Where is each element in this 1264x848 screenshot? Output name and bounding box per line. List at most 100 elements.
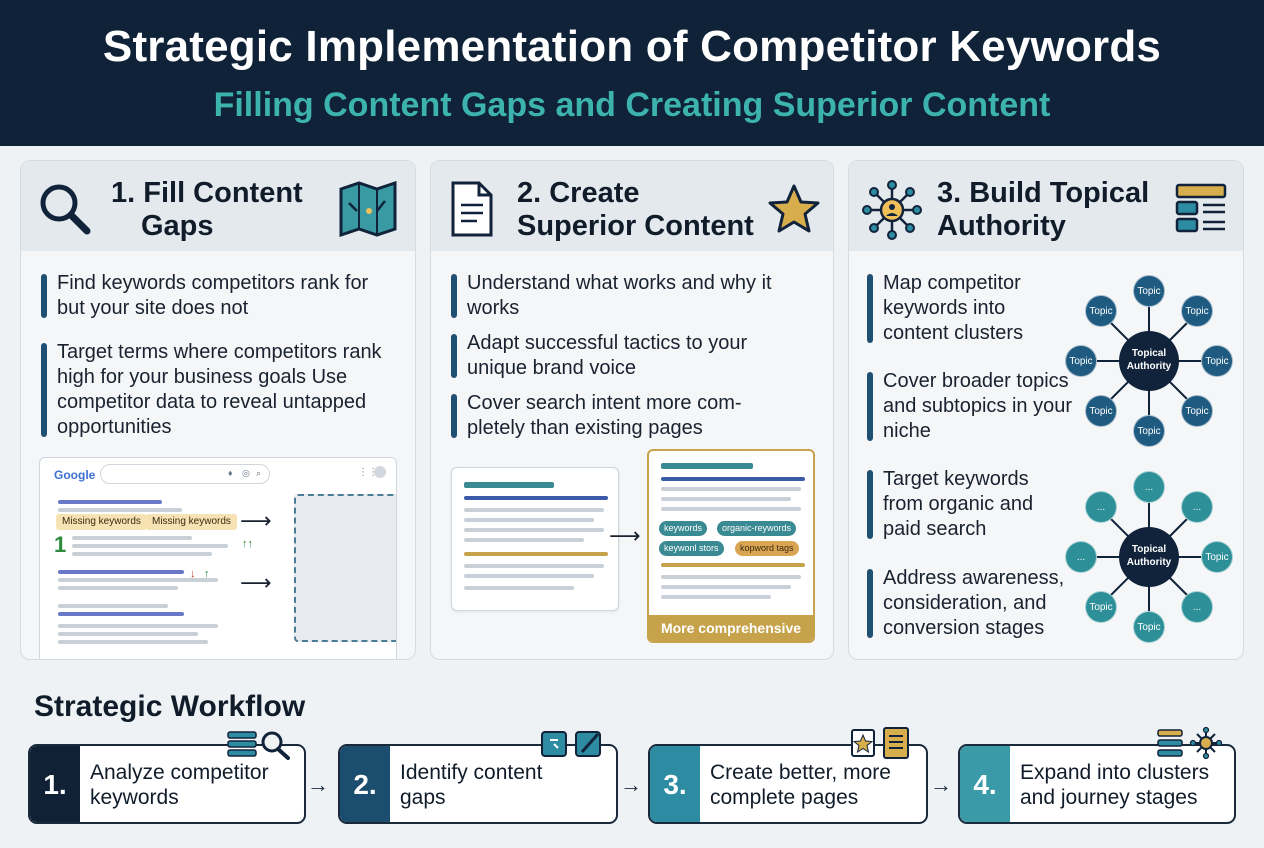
doc-line [464, 496, 608, 500]
topic-node: ... [1085, 491, 1117, 523]
cluster-icon [1157, 726, 1223, 760]
step-number: 3. [650, 746, 700, 822]
bullet-item: Target terms where competitors rank high… [41, 340, 401, 440]
topic-node: Topic [1133, 275, 1165, 307]
step-number: 4. [960, 746, 1010, 822]
arrow-right-icon: ⟶ [609, 523, 641, 548]
missing-keyword-tag: Missing keywords [146, 514, 237, 530]
panel-title-line2: Superior Content [517, 210, 754, 242]
layout-icon [1175, 183, 1227, 233]
topic-node: Topic [1133, 415, 1165, 447]
arrow-right-icon: ⟶ [240, 570, 272, 595]
arrow-right-icon: ⟶ [240, 508, 272, 533]
workflow-step-1: 1. Analyze competitor keywords [28, 744, 306, 824]
topical-authority-center: Topical Authority [1119, 527, 1179, 587]
page-title: Strategic Implementation of Competitor K… [102, 22, 1162, 71]
doc-line [661, 463, 753, 469]
more-comprehensive-label: More comprehensive [649, 615, 813, 641]
bullet-item: Address awareness, consideration, and co… [867, 566, 1087, 641]
step-label-line: and journey stages [1020, 786, 1198, 809]
result-line [58, 604, 168, 608]
center-label: Authority [1126, 557, 1172, 568]
topic-node: Topic [1085, 295, 1117, 327]
topic-node: Topic [1201, 541, 1233, 573]
doc-line [661, 595, 771, 599]
bullet-item: Cover search intent more com- pletely th… [451, 391, 791, 441]
panel-header [431, 161, 833, 251]
center-label: Topical [1131, 348, 1167, 359]
doc-line [661, 487, 801, 491]
result-line [58, 640, 208, 644]
result-line [58, 612, 184, 616]
result-line [58, 570, 184, 574]
doc-line [464, 528, 604, 532]
star-doc-icon [851, 727, 909, 759]
workflow-step-2: 2. Identify content gaps [338, 744, 618, 824]
topic-node: Topic [1181, 295, 1213, 327]
gap-edit-icon [541, 731, 601, 757]
result-line [72, 552, 212, 556]
step-label: Analyze competitor keywords [90, 760, 269, 810]
step-label-line: Analyze competitor [90, 761, 269, 784]
topic-node: Topic [1065, 345, 1097, 377]
step-label: Identify content gaps [400, 760, 542, 810]
step-number: 1. [30, 746, 80, 822]
doc-line [464, 564, 604, 568]
star-icon [768, 184, 820, 233]
bullet-item: Find keywords competitors rank for but y… [41, 271, 381, 321]
doc-line [661, 507, 801, 511]
doc-line [661, 575, 801, 579]
bullet-item: Cover broader topics and subtopics in yo… [867, 369, 1087, 444]
panel-fill-content-gaps: 1. Fill Content Gaps Find keywords compe… [20, 160, 416, 660]
topic-cluster-hub: ... ... Topic ... Topic Topic ... ... To… [1059, 467, 1239, 647]
result-line [58, 624, 218, 628]
center-label: Topical [1131, 544, 1167, 555]
down-arrow-icon: ↓ [190, 568, 196, 580]
apps-grid-icon: ⋮⋮ [358, 467, 378, 478]
result-line [58, 578, 218, 582]
panel-title-line1: 3. Build Topical [937, 177, 1150, 209]
panel-build-topical-authority: 3. Build Topical Authority Map competito… [848, 160, 1244, 660]
step-label-line: gaps [400, 786, 446, 809]
document-icon [451, 181, 493, 237]
doc-line [661, 497, 791, 501]
doc-line [661, 585, 791, 589]
topic-node: Topic [1085, 591, 1117, 623]
step-label-line: Expand into clusters [1020, 761, 1210, 784]
topic-node: ... [1181, 491, 1213, 523]
doc-line [661, 477, 805, 481]
doc-line [464, 574, 594, 578]
doc-line [464, 538, 584, 542]
workflow-step-4: 4. Expand into clusters and journey stag… [958, 744, 1236, 824]
workflow-step-3: 3. Create better, more complete pages [648, 744, 928, 824]
doc-line [464, 508, 604, 512]
step-label-line: complete pages [710, 786, 859, 809]
result-line [72, 536, 192, 540]
gap-placeholder [294, 494, 396, 642]
panel-title-line2: Authority [937, 210, 1066, 242]
up-arrows-icon: ↑↑ [242, 538, 253, 550]
doc-line [464, 552, 608, 556]
step-label: Expand into clusters and journey stages [1020, 760, 1209, 810]
doc-line [464, 586, 574, 590]
panel-title-line2: Gaps [141, 210, 214, 242]
superior-page-mock: keywords organic-reywords keywonl stors … [647, 449, 815, 643]
up-arrow-icon: ↑ [204, 568, 210, 580]
result-line [58, 632, 198, 636]
doc-line [464, 482, 554, 488]
arrow-right-icon: → [930, 772, 952, 797]
missing-keyword-tag: Missing keywords [56, 514, 147, 530]
step-label-line: Identify content [400, 761, 543, 784]
result-line [58, 500, 162, 504]
camera-icon: ◎ [242, 468, 250, 478]
workflow-title: Strategic Workflow [34, 690, 306, 723]
keyword-chip: organic-reywords [717, 521, 797, 536]
bullet-item: Understand what works and why it works [451, 271, 791, 321]
bullet-item: Target keywords from organic and paid se… [867, 467, 1067, 542]
arrow-right-icon: → [620, 772, 642, 797]
header-banner: Strategic Implementation of Competitor K… [0, 0, 1264, 146]
panel-title-line1: 1. Fill Content [111, 177, 303, 209]
topic-node: Topic [1181, 395, 1213, 427]
arrow-right-icon: → [307, 772, 329, 797]
map-icon [339, 181, 397, 237]
